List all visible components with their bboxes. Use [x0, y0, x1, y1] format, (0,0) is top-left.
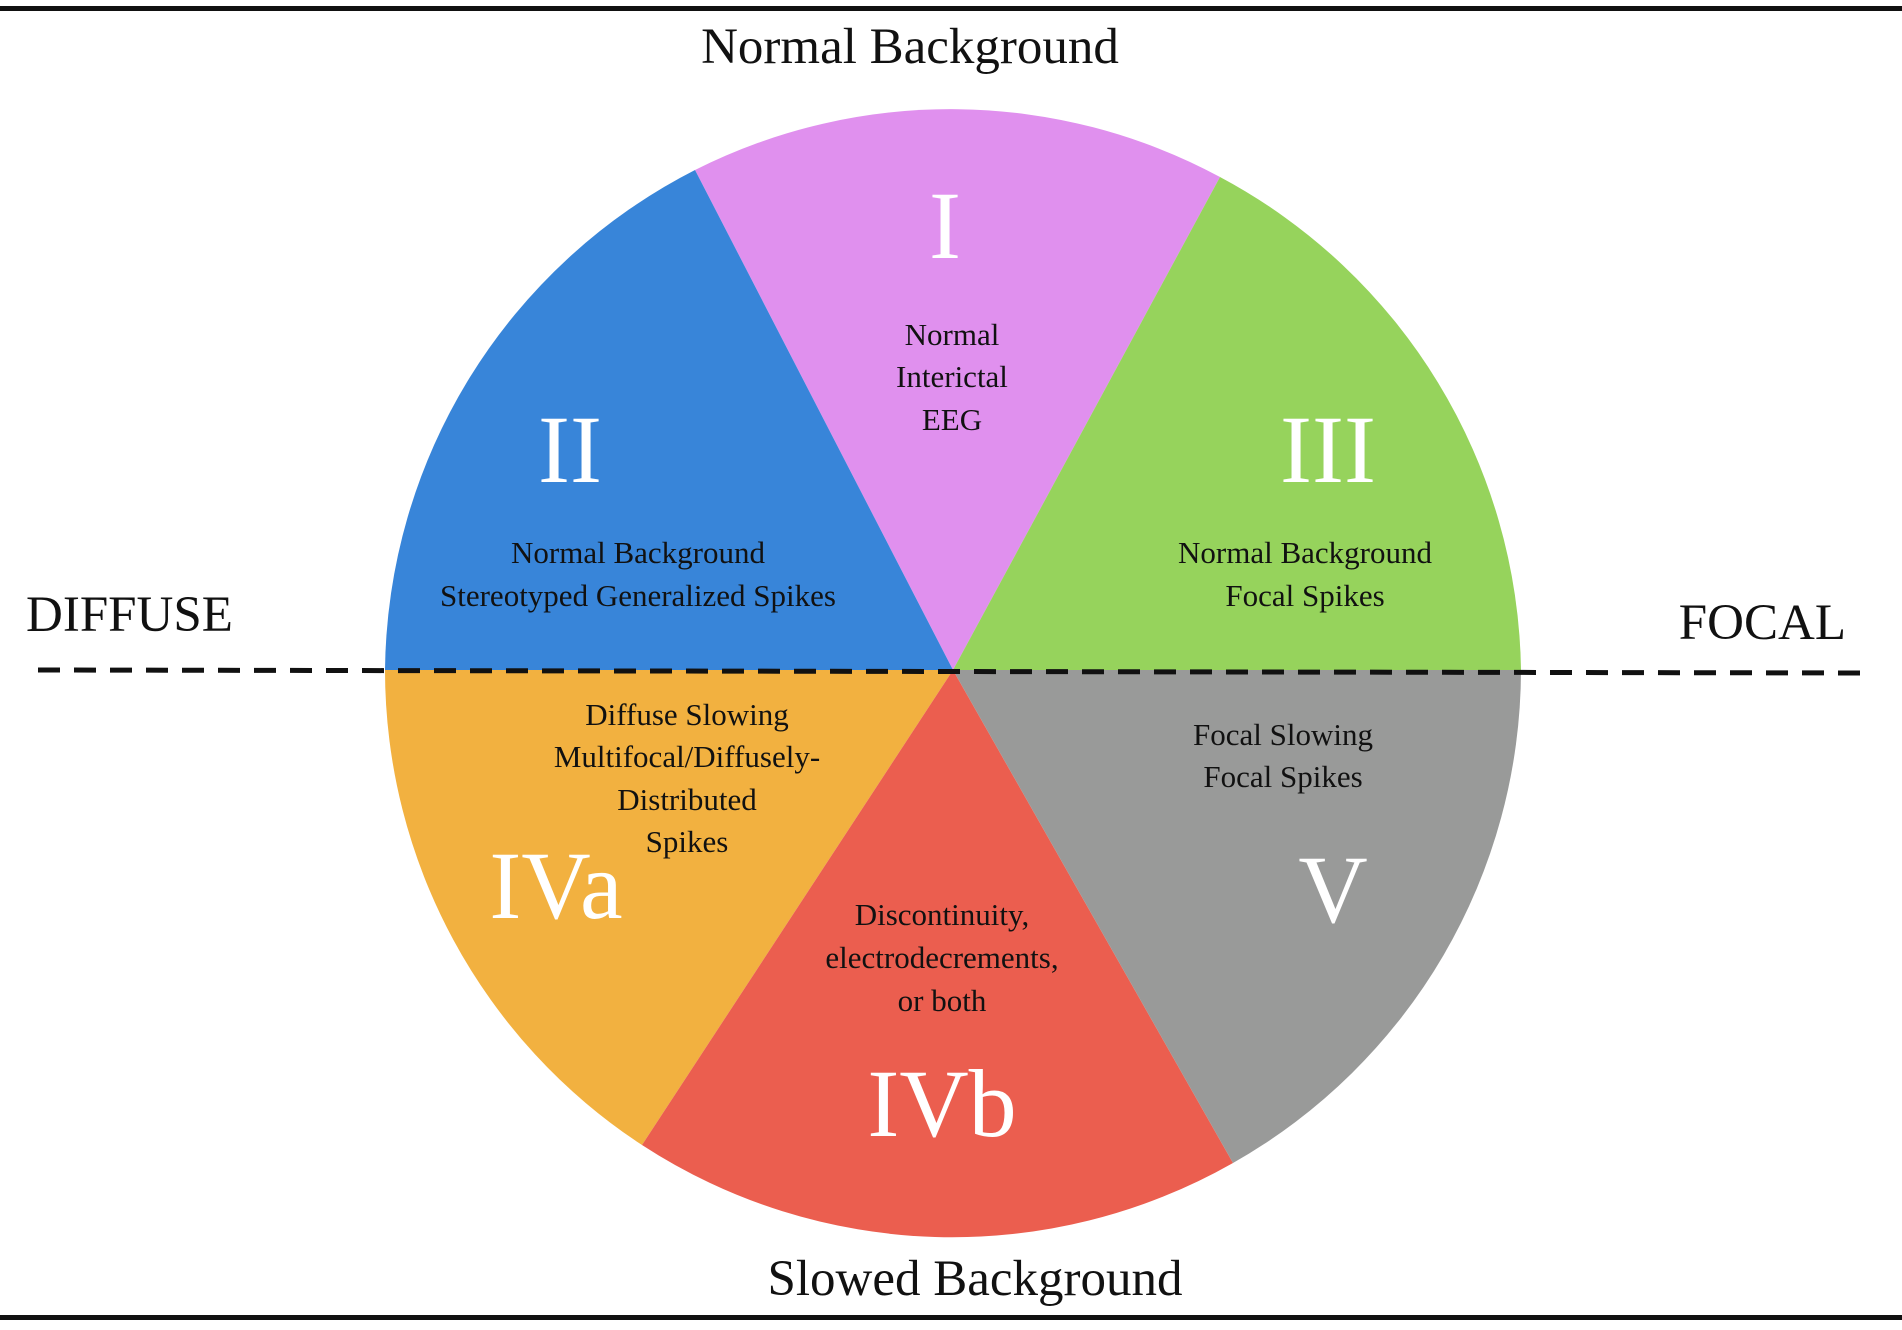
desc-IVb-line-2: electrodecrements,	[825, 940, 1058, 975]
numeral-III: III	[1280, 396, 1376, 503]
desc-III-line-2: Focal Spikes	[1225, 578, 1384, 613]
numeral-II: II	[538, 396, 602, 503]
desc-IVa-line-1: Diffuse Slowing	[585, 697, 789, 732]
numeral-I: I	[929, 172, 961, 279]
desc-II-line-1: Normal Background	[511, 535, 765, 570]
desc-IVb-line-1: Discontinuity,	[855, 897, 1030, 932]
focal-label: FOCAL	[1678, 595, 1846, 651]
diffuse-label: DIFFUSE	[26, 587, 233, 643]
slowed-background-label: Slowed Background	[767, 1251, 1183, 1307]
normal-background-label: Normal Background	[701, 19, 1119, 75]
desc-V-line-2: Focal Spikes	[1203, 759, 1362, 794]
wedge-II	[385, 170, 953, 670]
desc-IVa-line-2: Multifocal/Diffusely-	[554, 739, 820, 774]
desc-III-line-1: Normal Background	[1178, 535, 1432, 570]
desc-I-line-1: Normal	[905, 317, 1000, 352]
desc-IVb-line-3: or both	[898, 983, 987, 1018]
top-rule	[0, 6, 1902, 11]
desc-I-line-3: EEG	[922, 402, 982, 437]
desc-I-line-2: Interictal	[896, 359, 1008, 394]
desc-II-line-2: Stereotyped Generalized Spikes	[440, 578, 836, 613]
numeral-V: V	[1298, 836, 1367, 943]
numeral-IVa: IVa	[489, 832, 622, 939]
numeral-IVb: IVb	[867, 1050, 1016, 1157]
dashed-divider	[37, 667, 1871, 676]
wedge-IVb	[642, 670, 1233, 1238]
wedge-V	[953, 670, 1521, 1163]
desc-V-line-1: Focal Slowing	[1193, 717, 1373, 752]
bottom-rule	[0, 1315, 1902, 1320]
wedge-III	[953, 177, 1521, 670]
wedge-I	[695, 109, 1220, 671]
wedge-IVa	[385, 670, 953, 1145]
desc-IVa-line-3: Distributed	[617, 782, 757, 817]
desc-IVa-line-4: Spikes	[646, 824, 729, 859]
